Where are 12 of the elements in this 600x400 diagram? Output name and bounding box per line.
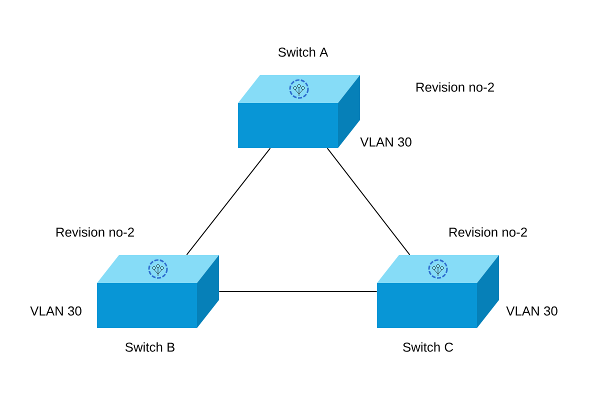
connection-line (186, 148, 271, 256)
switch-label: Switch A (278, 47, 328, 57)
vlan-label: VLAN 30 (30, 306, 82, 316)
connection-line (218, 291, 378, 292)
vlan-label: VLAN 30 (506, 306, 558, 316)
revision-label: Revision no-2 (449, 227, 527, 237)
switch-label: Switch C (403, 342, 454, 352)
revision-label: Revision no-2 (56, 227, 134, 237)
switch-label: Switch B (125, 342, 174, 352)
revision-label: Revision no-2 (416, 82, 494, 92)
connection-line (326, 148, 410, 256)
vlan-label: VLAN 30 (360, 137, 412, 147)
